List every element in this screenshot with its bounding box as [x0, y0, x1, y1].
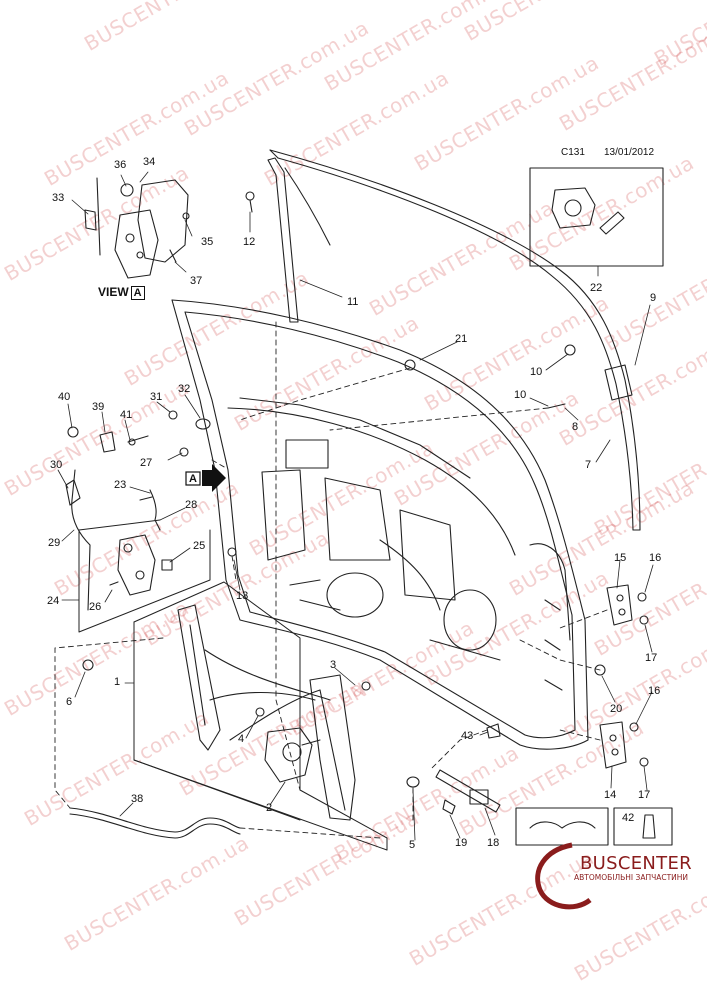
callout-3: 3 [330, 659, 337, 671]
callout-26: 26 [89, 601, 102, 613]
callout-10: 10 [530, 366, 543, 378]
service-tool-box [515, 167, 673, 846]
callout-9: 9 [650, 292, 657, 304]
callout-28: 28 [185, 499, 198, 511]
callout-19: 19 [455, 837, 468, 849]
view-label-text: VIEW [98, 285, 129, 299]
callout-4: 4 [238, 733, 245, 745]
leader-lines [57, 171, 654, 841]
bracket-24 [78, 519, 211, 633]
callout-1: 1 [114, 676, 121, 688]
callout-6: 6 [66, 696, 73, 708]
window-regulator [177, 604, 356, 821]
callout-42: 42 [622, 812, 635, 824]
fasteners [67, 191, 649, 815]
glass-run-channel-7 [269, 149, 641, 531]
callout-30: 30 [50, 459, 63, 471]
window-frame-strip-11 [267, 157, 331, 323]
callout-13: 13 [236, 590, 249, 602]
callout-23: 23 [114, 479, 127, 491]
callout-40: 40 [58, 391, 71, 403]
callout-39: 39 [92, 401, 105, 413]
view-letter: A [130, 286, 145, 300]
callout-15: 15 [614, 552, 627, 564]
hinge-lower-14 [599, 721, 627, 769]
view-arrow [185, 464, 226, 492]
callout-29: 29 [48, 537, 61, 549]
hinge-upper-15 [606, 584, 633, 626]
callout-20: 20 [610, 703, 623, 715]
callout-25: 25 [193, 540, 206, 552]
lock-assembly-24 [65, 469, 173, 611]
callout-35: 35 [201, 236, 214, 248]
callout-43: 43 [461, 730, 474, 742]
callout-32: 32 [178, 383, 191, 395]
callout-36: 36 [114, 159, 127, 171]
logo-name: BUSCENTER [580, 853, 692, 874]
arrow-letter: A [189, 473, 197, 485]
callout-16: 16 [649, 552, 662, 564]
callout-33: 33 [52, 192, 65, 204]
callout-5: 5 [409, 839, 416, 851]
lock-module-view-a [84, 177, 190, 279]
callout-12: 12 [243, 236, 256, 248]
callout-24: 24 [47, 595, 60, 607]
door-panel [171, 299, 589, 750]
cable-38 [69, 807, 241, 839]
callout-31: 31 [150, 391, 163, 403]
callout-17: 17 [638, 789, 651, 801]
callout-11: 11 [347, 296, 359, 308]
leader-lines-dashed [54, 321, 608, 839]
callout-34: 34 [143, 156, 156, 168]
callout-18: 18 [487, 837, 500, 849]
callout-27: 27 [140, 457, 153, 469]
callout-8: 8 [572, 421, 579, 433]
diagram-date: 13/01/2012 [604, 147, 655, 158]
callout-7: 7 [585, 459, 592, 471]
callout-41: 41 [120, 409, 133, 421]
callout-21: 21 [455, 333, 468, 345]
callout-22: 22 [590, 282, 603, 294]
callout-2: 2 [266, 802, 273, 814]
callout-38: 38 [131, 793, 144, 805]
callout-37: 37 [190, 275, 203, 287]
callout-17: 17 [645, 652, 658, 664]
logo-tagline: АВТОМОБІЛЬНІ ЗАПЧАСТИНИ [574, 873, 689, 882]
buscenter-logo-mark [535, 842, 592, 910]
door-check-18 [435, 769, 501, 813]
callout-16: 16 [648, 685, 661, 697]
regulator-frame-1 [133, 581, 388, 851]
diagram-code: C131 [561, 147, 585, 158]
callout-10: 10 [514, 389, 527, 401]
callout-14: 14 [604, 789, 617, 801]
